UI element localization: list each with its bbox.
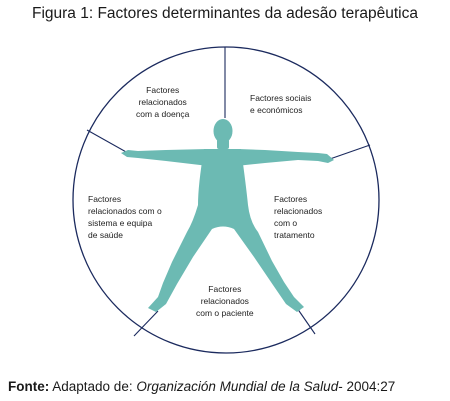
source-citation: Fonte: Adaptado de: Organización Mundial…: [8, 378, 395, 396]
segment-patient-factors: Factores relacionados com o paciente: [196, 284, 254, 318]
divider-left-arm: [86, 129, 129, 154]
segment-health-system-factors: Factores relacionados com o sistema e eq…: [88, 194, 162, 240]
segment-disease-factors: Factores relacionados com a doença: [136, 85, 190, 119]
segment-treatment-factors: Factores relacionados com o tratamento: [274, 194, 323, 240]
figure-title: Figura 1: Factores determinantes da ades…: [31, 5, 418, 22]
source-prefix: Adaptado de:: [49, 379, 137, 394]
figure-head: [213, 119, 233, 143]
divider-right-arm: [326, 144, 371, 161]
figure-neck: [217, 139, 229, 149]
human-figure: [121, 119, 334, 312]
source-work: Organización Mundial de la Salud: [136, 379, 339, 394]
divider-left-foot: [133, 310, 159, 337]
figure-body-legs: [148, 149, 304, 312]
source-suffix: - 2004:27: [338, 379, 396, 394]
source-label: Fonte:: [8, 379, 50, 394]
segment-socioeconomic-factors: Factores sociais e económicos: [250, 93, 312, 115]
divider-right-foot: [296, 307, 316, 335]
